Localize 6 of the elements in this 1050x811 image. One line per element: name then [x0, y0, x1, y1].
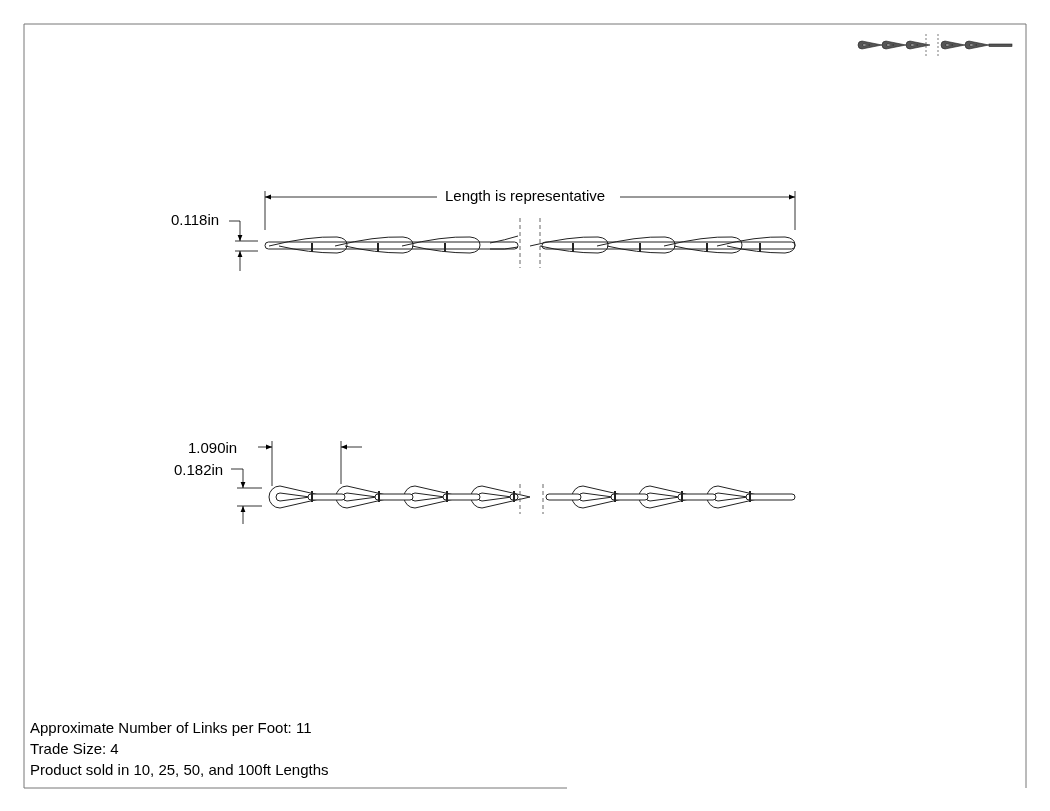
note-text: Product sold in 10, 25, 50, and 100ft Lengths — [30, 761, 329, 779]
note-text: Trade Size: 4 — [30, 740, 119, 758]
dimension-value: 0.182in — [174, 461, 224, 479]
dimension-value: 1.090in — [188, 439, 238, 457]
dimension-value: 0.118in — [171, 211, 220, 229]
note-text: Approximate Number of Links per Foot: 11 — [30, 719, 312, 737]
